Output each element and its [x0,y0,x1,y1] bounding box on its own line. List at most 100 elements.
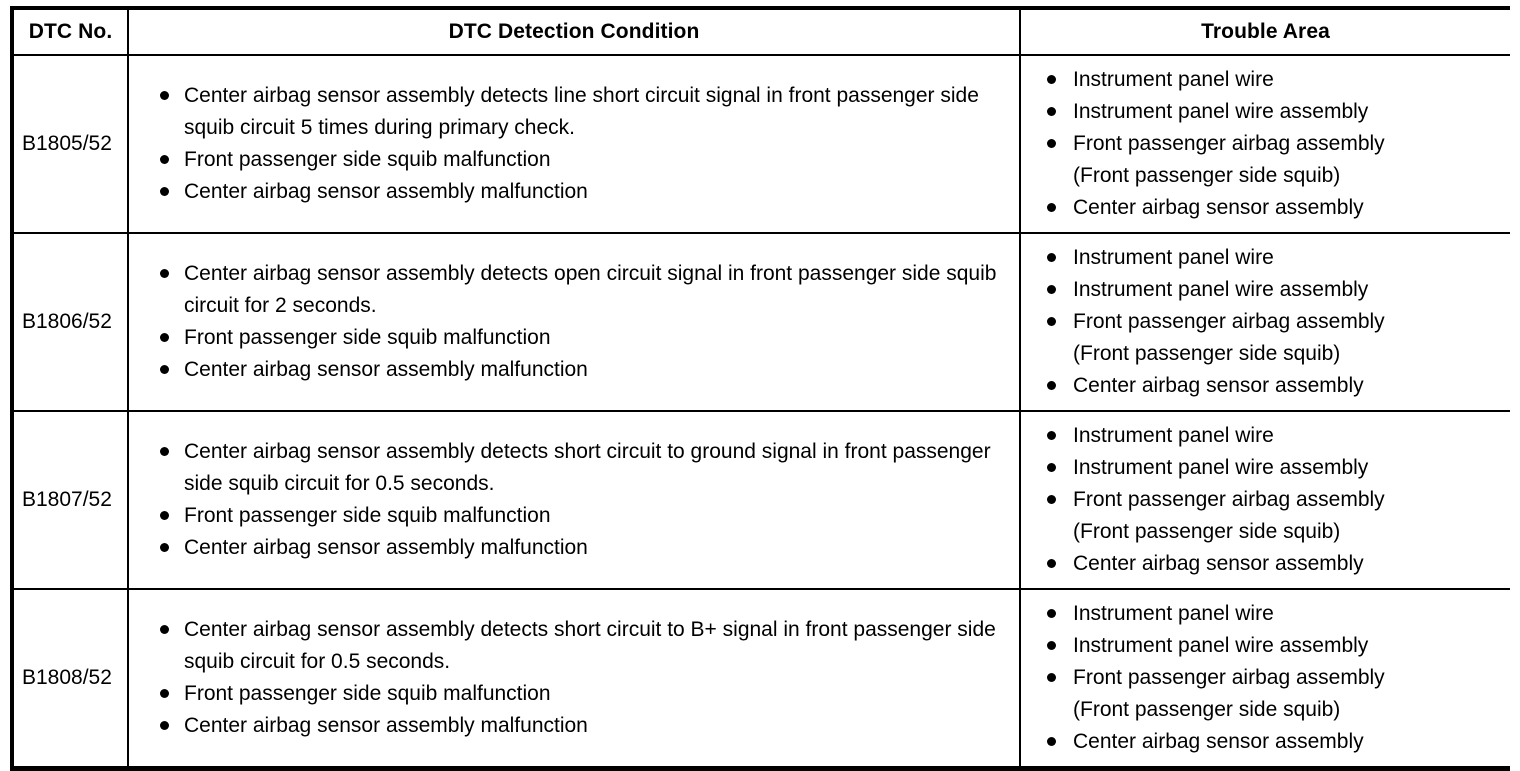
dtc-number-cell: B1808/52 [14,588,129,766]
trouble-area-item-text: Instrument panel wire assembly [1073,278,1369,301]
bullet-icon [1047,495,1056,504]
trouble-area-item-text: Front passenger airbag assembly (Front p… [1073,132,1385,187]
condition-item: Center airbag sensor assembly malfunctio… [160,532,1009,564]
trouble-area-item: Front passenger airbag assembly (Front p… [1045,306,1502,370]
detection-condition-cell: Center airbag sensor assembly detects sh… [127,588,1021,766]
condition-item: Center airbag sensor assembly malfunctio… [160,176,1009,208]
trouble-area-item-text: Instrument panel wire [1073,424,1274,447]
condition-item: Center airbag sensor assembly detects sh… [160,614,1009,678]
detection-condition-cell: Center airbag sensor assembly detects li… [127,54,1021,234]
condition-item-text: Center airbag sensor assembly detects li… [184,84,979,139]
trouble-area-item: Center airbag sensor assembly [1045,548,1502,580]
bullet-icon [1047,285,1056,294]
trouble-area-item-text: Instrument panel wire assembly [1073,634,1369,657]
condition-item: Center airbag sensor assembly malfunctio… [160,710,1009,742]
bullet-icon [160,721,169,730]
detection-condition-cell-list: Center airbag sensor assembly detects sh… [160,436,1009,564]
dtc-number-cell: B1807/52 [14,410,129,590]
dtc-table-container: DTC No. DTC Detection Condition Trouble … [10,6,1510,771]
bullet-icon [160,333,169,342]
bullet-icon [1047,381,1056,390]
condition-item: Center airbag sensor assembly detects op… [160,258,1009,322]
condition-item-text: Center airbag sensor assembly malfunctio… [184,536,588,559]
bullet-icon [1047,203,1056,212]
bullet-icon [160,155,169,164]
condition-item: Front passenger side squib malfunction [160,144,1009,176]
condition-item-text: Center airbag sensor assembly detects sh… [184,618,996,673]
dtc-number-cell: B1806/52 [14,232,129,412]
bullet-icon [1047,463,1056,472]
trouble-area-item-text: Instrument panel wire [1073,246,1274,269]
trouble-area-item: Front passenger airbag assembly (Front p… [1045,128,1502,192]
condition-item-text: Front passenger side squib malfunction [184,326,551,349]
trouble-area-item: Instrument panel wire [1045,420,1502,452]
detection-condition-cell-list: Center airbag sensor assembly detects op… [160,258,1009,386]
dtc-table: DTC No. DTC Detection Condition Trouble … [14,10,1510,766]
table-row: B1808/52 Center airbag sensor assembly de… [14,588,1510,766]
trouble-area-item-text: Center airbag sensor assembly [1073,196,1364,219]
bullet-icon [160,511,169,520]
condition-item: Center airbag sensor assembly detects sh… [160,436,1009,500]
table-row: B1807/52 Center airbag sensor assembly de… [14,410,1510,590]
bullet-icon [160,91,169,100]
detection-condition-cell-list: Center airbag sensor assembly detects li… [160,80,1009,208]
bullet-icon [160,447,169,456]
condition-item-text: Front passenger side squib malfunction [184,504,551,527]
trouble-area-item: Instrument panel wire [1045,598,1502,630]
trouble-area-item-text: Center airbag sensor assembly [1073,552,1364,575]
header-row: DTC No. DTC Detection Condition Trouble … [14,10,1510,56]
bullet-icon [1047,641,1056,650]
trouble-area-item: Center airbag sensor assembly [1045,726,1502,758]
table-header: DTC No. DTC Detection Condition Trouble … [14,10,1510,56]
trouble-area-item: Instrument panel wire assembly [1045,452,1502,484]
condition-item-text: Center airbag sensor assembly malfunctio… [184,714,588,737]
bullet-icon [160,543,169,552]
bullet-icon [1047,107,1056,116]
detection-condition-cell-list: Center airbag sensor assembly detects sh… [160,614,1009,742]
detection-condition-cell: Center airbag sensor assembly detects op… [127,232,1021,412]
trouble-area-item-text: Front passenger airbag assembly (Front p… [1073,488,1385,543]
bullet-icon [160,689,169,698]
table-row: B1806/52 Center airbag sensor assembly de… [14,232,1510,412]
bullet-icon [1047,431,1056,440]
trouble-area-item: Instrument panel wire assembly [1045,274,1502,306]
table-row: B1805/52 Center airbag sensor assembly de… [14,54,1510,234]
trouble-area-item: Center airbag sensor assembly [1045,370,1502,402]
bullet-icon [1047,559,1056,568]
bullet-icon [160,625,169,634]
trouble-area-item-text: Front passenger airbag assembly (Front p… [1073,666,1385,721]
condition-item-text: Center airbag sensor assembly malfunctio… [184,358,588,381]
dtc-number-cell: B1805/52 [14,54,129,234]
bullet-icon [1047,673,1056,682]
column-header-detection-condition: DTC Detection Condition [127,10,1021,56]
condition-item: Front passenger side squib malfunction [160,322,1009,354]
detection-condition-cell: Center airbag sensor assembly detects sh… [127,410,1021,590]
trouble-area-item-text: Instrument panel wire [1073,602,1274,625]
bullet-icon [160,187,169,196]
condition-item-text: Center airbag sensor assembly malfunctio… [184,180,588,203]
condition-item: Front passenger side squib malfunction [160,678,1009,710]
bullet-icon [1047,609,1056,618]
trouble-area-item-text: Instrument panel wire assembly [1073,456,1369,479]
trouble-area-item: Center airbag sensor assembly [1045,192,1502,224]
trouble-area-item-text: Front passenger airbag assembly (Front p… [1073,310,1385,365]
condition-item-text: Front passenger side squib malfunction [184,148,551,171]
trouble-area-item: Instrument panel wire assembly [1045,96,1502,128]
bullet-icon [160,269,169,278]
bullet-icon [1047,75,1056,84]
trouble-area-item: Instrument panel wire [1045,242,1502,274]
trouble-area-item-text: Center airbag sensor assembly [1073,730,1364,753]
column-header-trouble-area: Trouble Area [1019,10,1510,56]
trouble-area-item: Front passenger airbag assembly (Front p… [1045,662,1502,726]
bullet-icon [1047,737,1056,746]
trouble-area-item: Front passenger airbag assembly (Front p… [1045,484,1502,548]
